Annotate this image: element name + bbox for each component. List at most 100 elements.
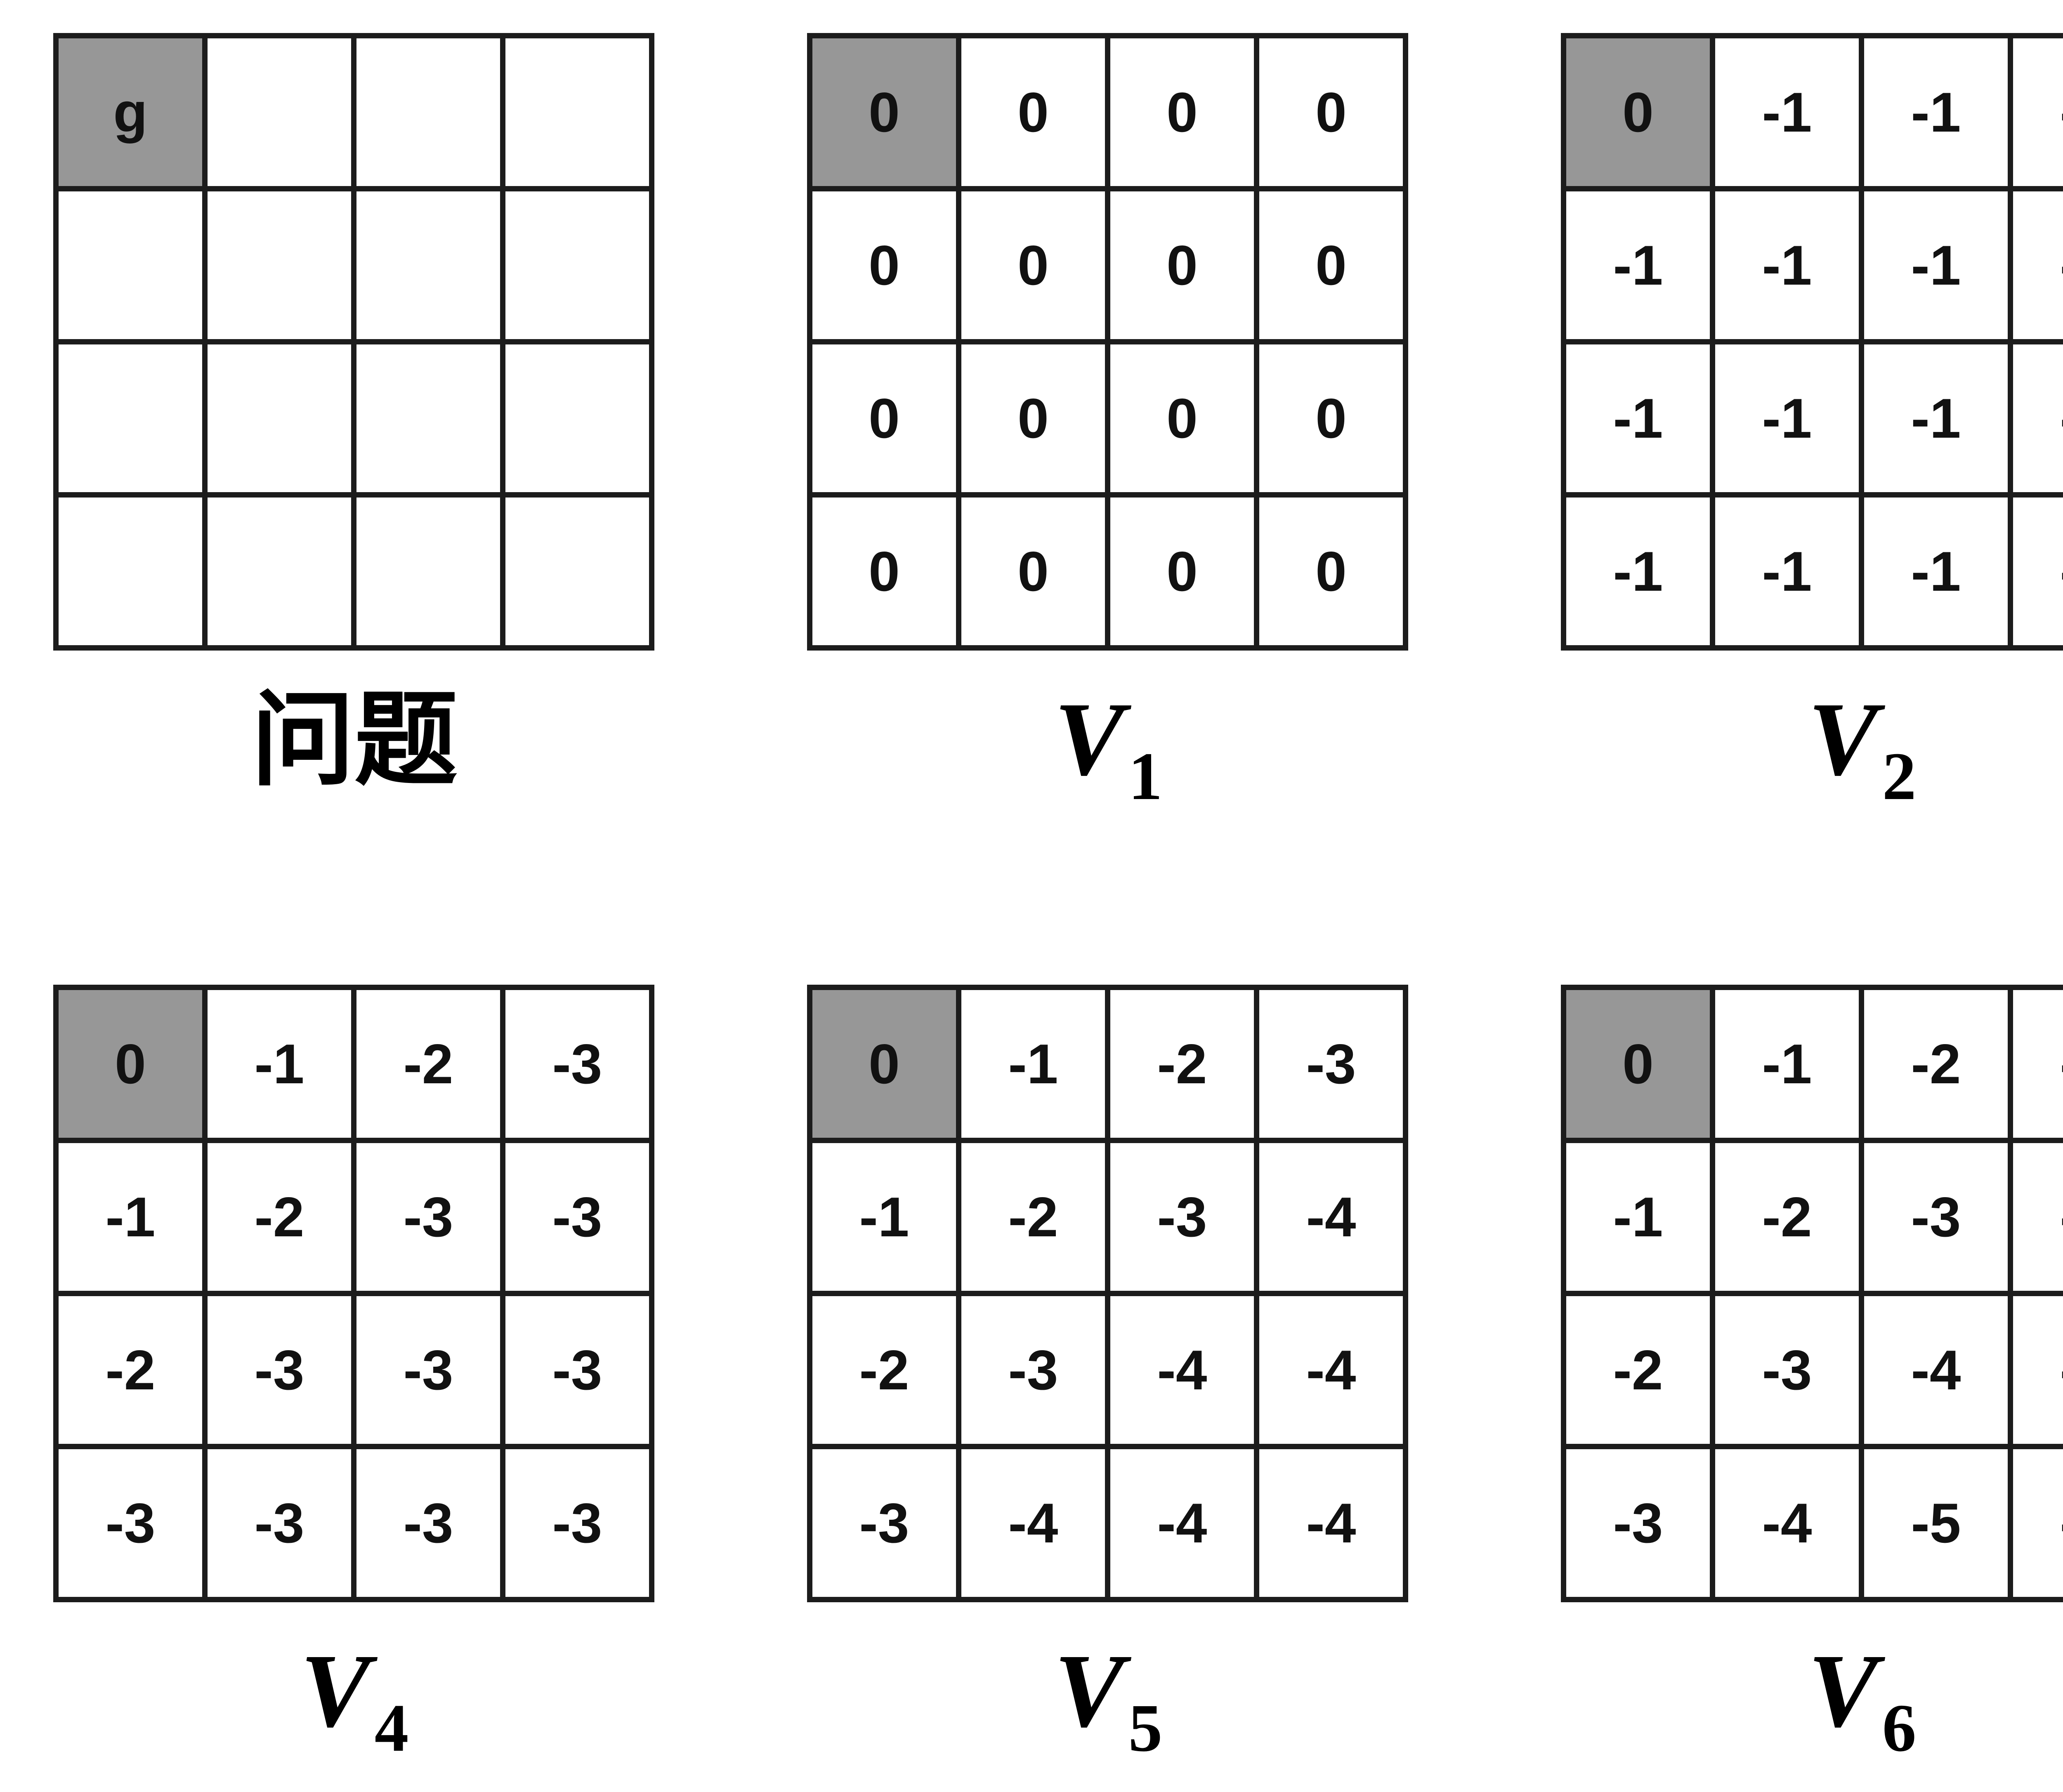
goal-cell: 0 <box>810 988 959 1141</box>
grid-cell: -1 <box>56 1141 205 1294</box>
grid-row: -1-2-3-3 <box>56 1141 652 1294</box>
grid-cell: -3 <box>503 1294 652 1447</box>
grid-cell: 0 <box>810 342 959 495</box>
grid-row: -3-4-4-4 <box>810 1447 1406 1600</box>
grid-cell <box>56 342 205 495</box>
grid-cell: -1 <box>1713 495 1862 648</box>
grid-cell: 0 <box>1108 342 1257 495</box>
grid-cell: -2 <box>56 1294 205 1447</box>
grid-cell: -1 <box>205 988 354 1141</box>
grid-cell: -4 <box>1862 1294 2011 1447</box>
figure-v6: 0-1-2-3-1-2-3-4-2-3-4-5-3-4-5-5V6 <box>1561 985 2063 1763</box>
grid-cell <box>205 189 354 342</box>
grid-row: -3-4-5-5 <box>1564 1447 2063 1600</box>
grid-cell <box>205 342 354 495</box>
grid-cell: -2 <box>1713 1141 1862 1294</box>
grid-cell: -1 <box>1564 1141 1713 1294</box>
grid-cell: -4 <box>1108 1294 1257 1447</box>
grid-cell <box>503 495 652 648</box>
grid-cell: 0 <box>959 36 1108 189</box>
grid-cell: 0 <box>959 189 1108 342</box>
value-grid-v4: 0-1-2-3-1-2-3-3-2-3-3-3-3-3-3-3 <box>53 985 654 1602</box>
value-grid-v2: 0-1-1-1-1-1-1-1-1-1-1-1-1-1-1-1 <box>1561 33 2063 651</box>
grid-cell: -2 <box>959 1141 1108 1294</box>
grid-cell: -3 <box>503 988 652 1141</box>
label-main: V <box>1054 681 1124 797</box>
goal-cell: 0 <box>1564 36 1713 189</box>
grid-cell: -4 <box>1713 1447 1862 1600</box>
grid-cell: -1 <box>2011 495 2063 648</box>
grid-row: g <box>56 36 652 189</box>
grid-row: 0-1-1-1 <box>1564 36 2063 189</box>
grid-row: -1-2-3-4 <box>810 1141 1406 1294</box>
grid-cell: -3 <box>503 1447 652 1600</box>
goal-cell: 0 <box>1564 988 1713 1141</box>
grid-row: -1-1-1-1 <box>1564 342 2063 495</box>
grid-row: 0-1-2-3 <box>1564 988 2063 1141</box>
grid-row: -2-3-4-4 <box>810 1294 1406 1447</box>
grid-cell: -2 <box>354 988 503 1141</box>
label-main: V <box>1054 1633 1124 1749</box>
grid-cell: -1 <box>1564 189 1713 342</box>
grid-cell: 0 <box>1257 36 1406 189</box>
grid-cell: -3 <box>2011 988 2063 1141</box>
figure-label-v1: V1 <box>807 675 1409 811</box>
figure-v2: 0-1-1-1-1-1-1-1-1-1-1-1-1-1-1-1V2 <box>1561 33 2063 811</box>
grid-cell: -1 <box>1564 342 1713 495</box>
figure-label-problem: 问题 <box>53 675 656 811</box>
figure-label-v4: V4 <box>53 1627 656 1763</box>
grid-cell <box>354 36 503 189</box>
label-subscript: 4 <box>375 1690 409 1766</box>
grid-cell <box>205 36 354 189</box>
grid-row: -1-1-1-1 <box>1564 189 2063 342</box>
grid-cell: -3 <box>354 1294 503 1447</box>
grid-row <box>56 189 652 342</box>
label-subscript: 2 <box>1882 738 1917 814</box>
value-grid-v6: 0-1-2-3-1-2-3-4-2-3-4-5-3-4-5-5 <box>1561 985 2063 1602</box>
label-main: V <box>300 1633 371 1749</box>
grid-row: -1-2-3-4 <box>1564 1141 2063 1294</box>
grid-cell: -3 <box>354 1447 503 1600</box>
grid-cell: -1 <box>1713 36 1862 189</box>
grid-cell: -3 <box>354 1141 503 1294</box>
goal-cell: 0 <box>56 988 205 1141</box>
grid-cell: 0 <box>1108 36 1257 189</box>
grid-cell: -5 <box>1862 1447 2011 1600</box>
grid-cell: -4 <box>1257 1294 1406 1447</box>
figure-label-v2: V2 <box>1561 675 2063 811</box>
grid-cell: -3 <box>959 1294 1108 1447</box>
grid-cell <box>503 189 652 342</box>
label-main: V <box>1808 681 1878 797</box>
goal-cell: g <box>56 36 205 189</box>
grid-cell: -2 <box>1564 1294 1713 1447</box>
grid-cell <box>354 495 503 648</box>
value-grid-problem: g <box>53 33 654 651</box>
grid-cell: -1 <box>1713 988 1862 1141</box>
grid-cell: -1 <box>2011 36 2063 189</box>
grid-cell: -3 <box>1713 1294 1862 1447</box>
grid-cell: -4 <box>1257 1447 1406 1600</box>
label-subscript: 6 <box>1882 1690 1917 1766</box>
grid-cell: -1 <box>1862 495 2011 648</box>
grid-cell: 0 <box>1257 189 1406 342</box>
grid-cell: -3 <box>1862 1141 2011 1294</box>
grid-row: -2-3-4-5 <box>1564 1294 2063 1447</box>
grid-cell: -3 <box>205 1447 354 1600</box>
grid-cell <box>354 189 503 342</box>
grid-cell: 0 <box>810 189 959 342</box>
grid-cell: -3 <box>205 1294 354 1447</box>
grid-cell <box>56 495 205 648</box>
grid-row <box>56 495 652 648</box>
grid-cell: -5 <box>2011 1294 2063 1447</box>
grid-cell: -3 <box>1108 1141 1257 1294</box>
grid-cell <box>503 36 652 189</box>
grid-cell: -1 <box>1713 189 1862 342</box>
grid-cell: -3 <box>1257 988 1406 1141</box>
